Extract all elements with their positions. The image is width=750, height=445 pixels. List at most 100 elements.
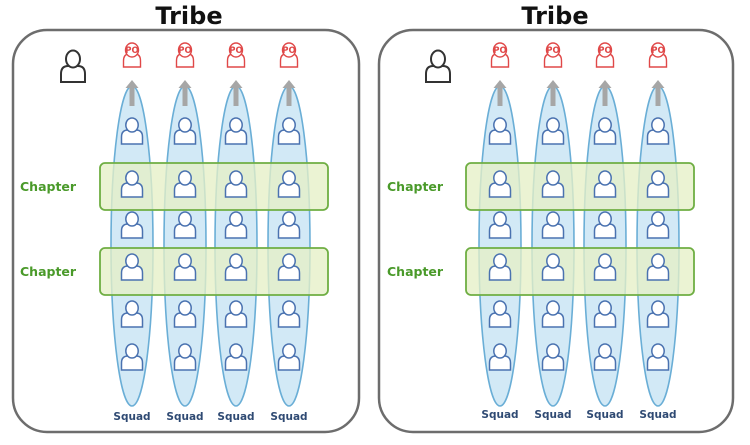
po-head: [281, 42, 297, 58]
squad-member-icon: [277, 343, 301, 371]
lead-head: [65, 49, 81, 69]
arrow-head: [546, 80, 560, 88]
squad-member-icon: [593, 211, 617, 239]
person-head: [125, 170, 139, 186]
tribe-title: Tribe: [521, 2, 588, 30]
person-head: [229, 117, 243, 133]
up-arrow-icon: [229, 80, 243, 106]
po-head: [228, 42, 244, 58]
person-head: [651, 170, 665, 186]
person-head: [493, 170, 507, 186]
arrow-shaft: [129, 87, 135, 106]
squad-member-icon: [173, 253, 197, 281]
po-label: PO: [125, 46, 138, 56]
person-head: [493, 117, 507, 133]
squad-member-icon: [488, 117, 512, 145]
person-head: [229, 253, 243, 269]
squad-member-icon: [277, 170, 301, 198]
up-arrow-icon: [493, 80, 507, 106]
person-head: [178, 211, 192, 227]
po-label: PO: [493, 46, 506, 56]
chapter-2-band: [465, 247, 695, 296]
person-head: [282, 117, 296, 133]
squad-member-icon: [488, 211, 512, 239]
squad-member-icon: [646, 170, 670, 198]
person-head: [651, 343, 665, 359]
squad-member-icon: [541, 300, 565, 328]
tribe-lead-icon: [425, 49, 451, 83]
person-head: [282, 170, 296, 186]
up-arrow-icon: [598, 80, 612, 106]
squad-member-icon: [173, 117, 197, 145]
squad-member-icon: [646, 211, 670, 239]
squad-label: Squad: [481, 409, 518, 421]
person-head: [546, 170, 560, 186]
person-head: [125, 117, 139, 133]
squad-member-icon: [173, 300, 197, 328]
squad-member-icon: [541, 343, 565, 371]
po-label: PO: [178, 46, 191, 56]
squad-member-icon: [277, 300, 301, 328]
arrow-shaft: [497, 87, 503, 106]
squad-member-icon: [277, 117, 301, 145]
po-head: [650, 42, 666, 58]
person-head: [651, 253, 665, 269]
chapter-label: Chapter: [387, 179, 444, 194]
squad-member-icon: [173, 211, 197, 239]
person-head: [229, 343, 243, 359]
squad-label: Squad: [217, 411, 254, 423]
product-owner-icon: PO: [543, 42, 563, 68]
person-head: [493, 211, 507, 227]
person-head: [651, 211, 665, 227]
squad-member-icon: [224, 170, 248, 198]
squad-member-icon: [488, 300, 512, 328]
product-owner-icon: PO: [279, 42, 299, 68]
po-head: [124, 42, 140, 58]
person-head: [229, 300, 243, 316]
person-head: [546, 300, 560, 316]
person-head: [282, 253, 296, 269]
squad-member-icon: [173, 343, 197, 371]
product-owner-icon: PO: [490, 42, 510, 68]
chapter-1-band: [99, 162, 329, 211]
po-label: PO: [546, 46, 559, 56]
squad-member-icon: [120, 211, 144, 239]
up-arrow-icon: [546, 80, 560, 106]
squad-member-icon: [541, 117, 565, 145]
arrow-head: [282, 80, 296, 88]
person-head: [178, 300, 192, 316]
arrow-shaft: [550, 87, 556, 106]
person-head: [125, 253, 139, 269]
po-label: PO: [651, 46, 664, 56]
arrow-shaft: [233, 87, 239, 106]
chapter-label: Chapter: [387, 264, 444, 279]
person-head: [598, 253, 612, 269]
po-head: [545, 42, 561, 58]
squad-member-icon: [488, 170, 512, 198]
po-head: [177, 42, 193, 58]
chapter-label: Chapter: [20, 179, 77, 194]
up-arrow-icon: [125, 80, 139, 106]
squad-member-icon: [120, 343, 144, 371]
tribe-lead-icon: [60, 49, 86, 83]
squad-member-icon: [120, 117, 144, 145]
squad-member-icon: [120, 170, 144, 198]
person-head: [229, 211, 243, 227]
product-owner-icon: PO: [595, 42, 615, 68]
person-head: [282, 300, 296, 316]
squad-member-icon: [224, 117, 248, 145]
person-head: [178, 253, 192, 269]
person-head: [282, 343, 296, 359]
squad-member-icon: [120, 300, 144, 328]
squad-member-icon: [488, 343, 512, 371]
squad-member-icon: [646, 253, 670, 281]
squad-member-icon: [646, 300, 670, 328]
lead-head: [430, 49, 446, 69]
person-head: [546, 343, 560, 359]
person-head: [598, 117, 612, 133]
tribe-1: TribeChapterChapterPOSquadPOSquadPOSquad…: [11, 2, 361, 434]
tribe-title: Tribe: [155, 2, 222, 30]
squad-member-icon: [646, 117, 670, 145]
